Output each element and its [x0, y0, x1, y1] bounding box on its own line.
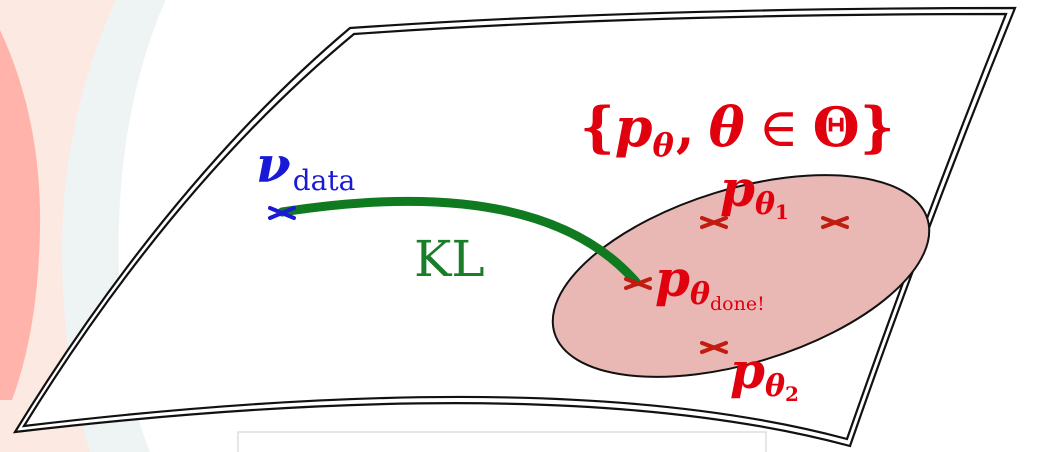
- data-subscript: data: [293, 164, 356, 197]
- kl-label: KL: [414, 230, 485, 288]
- manifold-theta-sub: θ: [653, 126, 675, 164]
- close-brace: }: [860, 95, 895, 159]
- model-2-symbol: p: [730, 341, 765, 400]
- model-point-marker-done: [624, 277, 652, 290]
- model-point-label-1: pθ1: [720, 159, 789, 224]
- model-done-theta: θ: [690, 277, 710, 312]
- model-done-symbol: p: [655, 249, 690, 308]
- manifold-label: {pθ,θ∈Θ}: [580, 95, 894, 164]
- background-rings: [0, 0, 166, 452]
- data-point-marker: [268, 206, 296, 220]
- model-1-theta: θ: [755, 187, 775, 222]
- model-point-label-done: pθdone!: [655, 249, 765, 315]
- manifold-theta: θ: [709, 95, 745, 159]
- model-2-index: 2: [785, 382, 799, 406]
- background-ring-inner: [0, 30, 41, 400]
- model-point-marker-extra: [821, 216, 849, 229]
- model-point-marker-1: [700, 216, 728, 229]
- lower-panel: [237, 431, 767, 452]
- data-symbol: ν: [256, 135, 291, 194]
- manifold-Theta: Θ: [813, 95, 860, 159]
- manifold-comma: ,: [676, 95, 695, 159]
- model-point-marker-2: [700, 341, 728, 354]
- manifold-p: p: [615, 95, 653, 159]
- open-brace: {: [580, 95, 615, 159]
- model-family-region: [551, 174, 931, 378]
- manifold-in: ∈: [759, 96, 799, 159]
- model-done-index: done!: [710, 293, 765, 315]
- manifold-sheet-inner: [21, 12, 1008, 441]
- model-1-symbol: p: [720, 159, 755, 218]
- kl-divergence-curve: [277, 196, 641, 287]
- model-2-theta: θ: [765, 369, 785, 404]
- model-point-label-2: pθ2: [730, 341, 799, 406]
- model-1-index: 1: [775, 200, 789, 224]
- data-distribution-label: νdata: [256, 135, 355, 197]
